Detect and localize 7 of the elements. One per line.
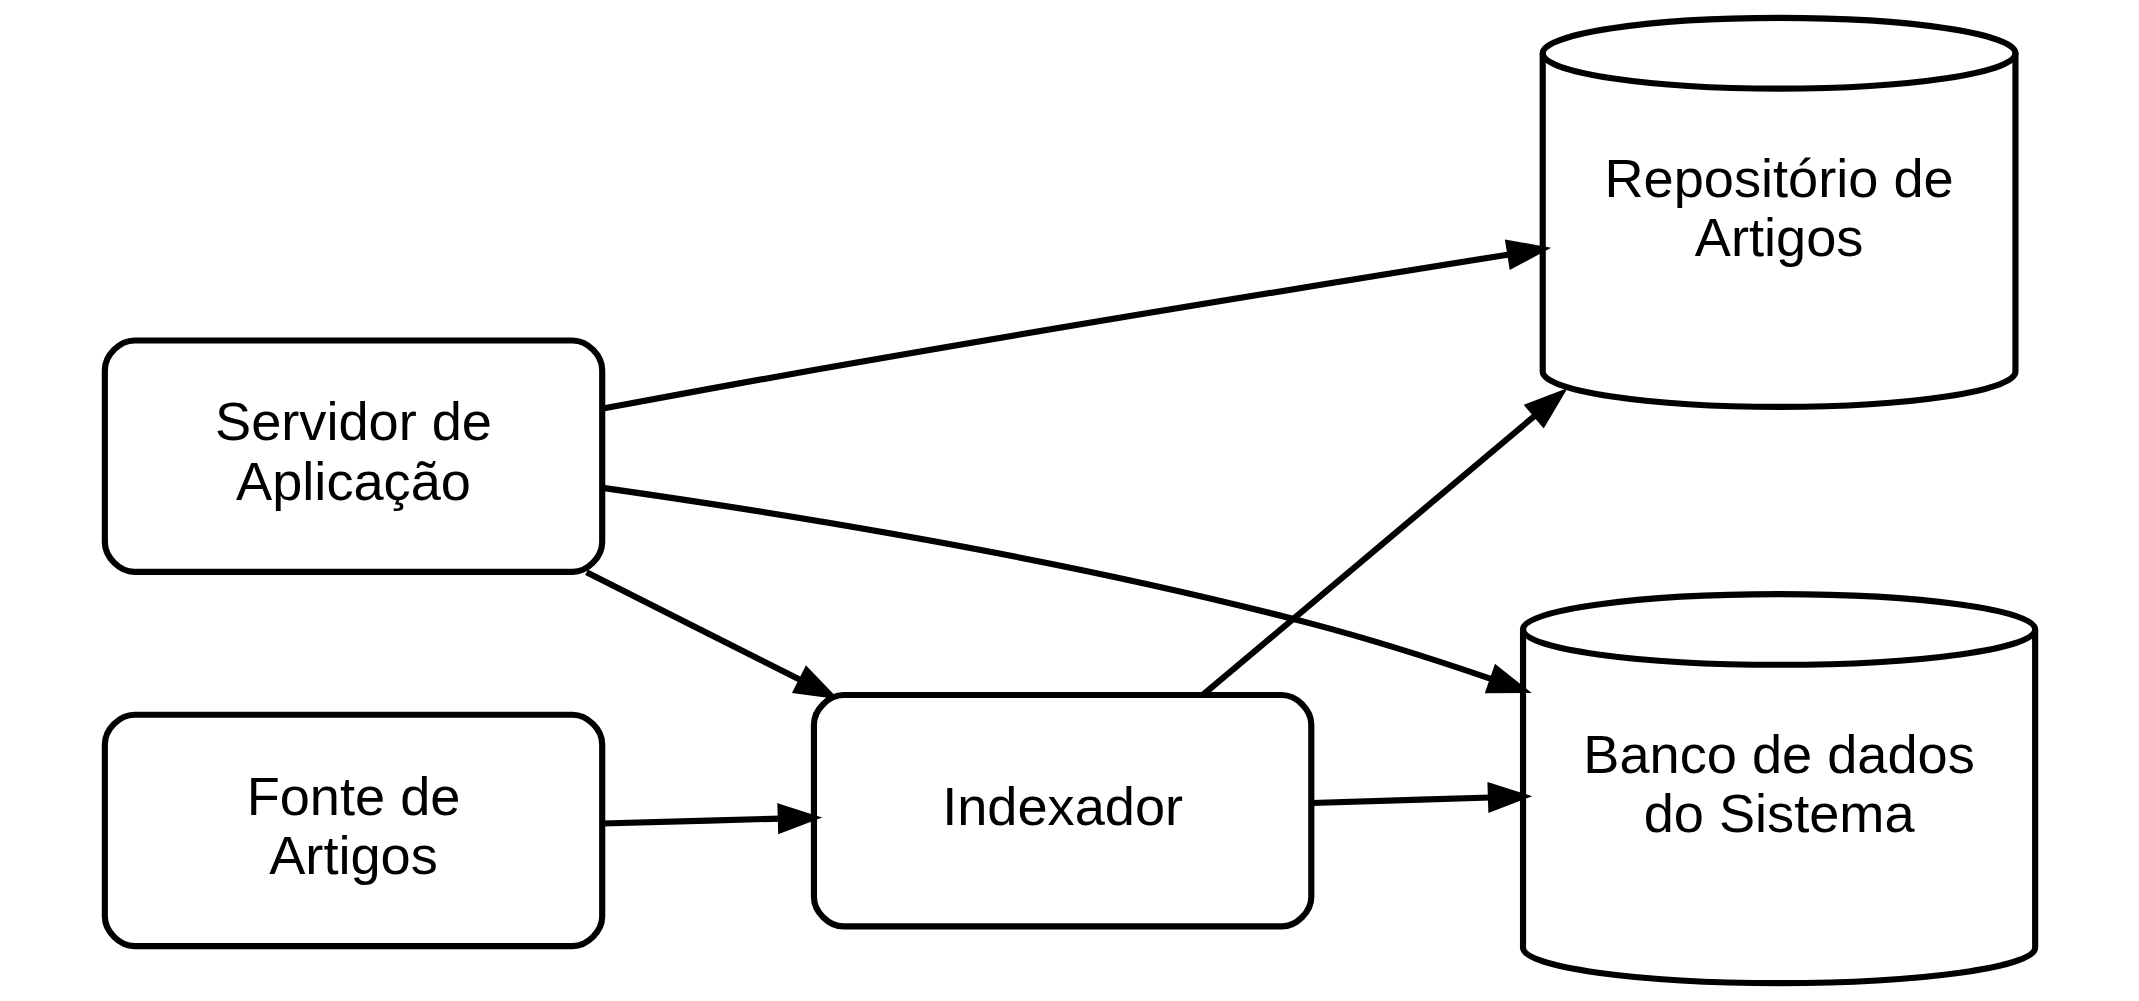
node-box: Servidor de Aplicação <box>101 337 605 575</box>
node-box: Fonte de Artigos <box>101 711 605 950</box>
arrow <box>584 569 839 700</box>
node-box: Indexador <box>810 691 1314 930</box>
arrow <box>1311 782 1532 814</box>
arrow <box>1200 388 1568 697</box>
arrow <box>601 803 822 835</box>
